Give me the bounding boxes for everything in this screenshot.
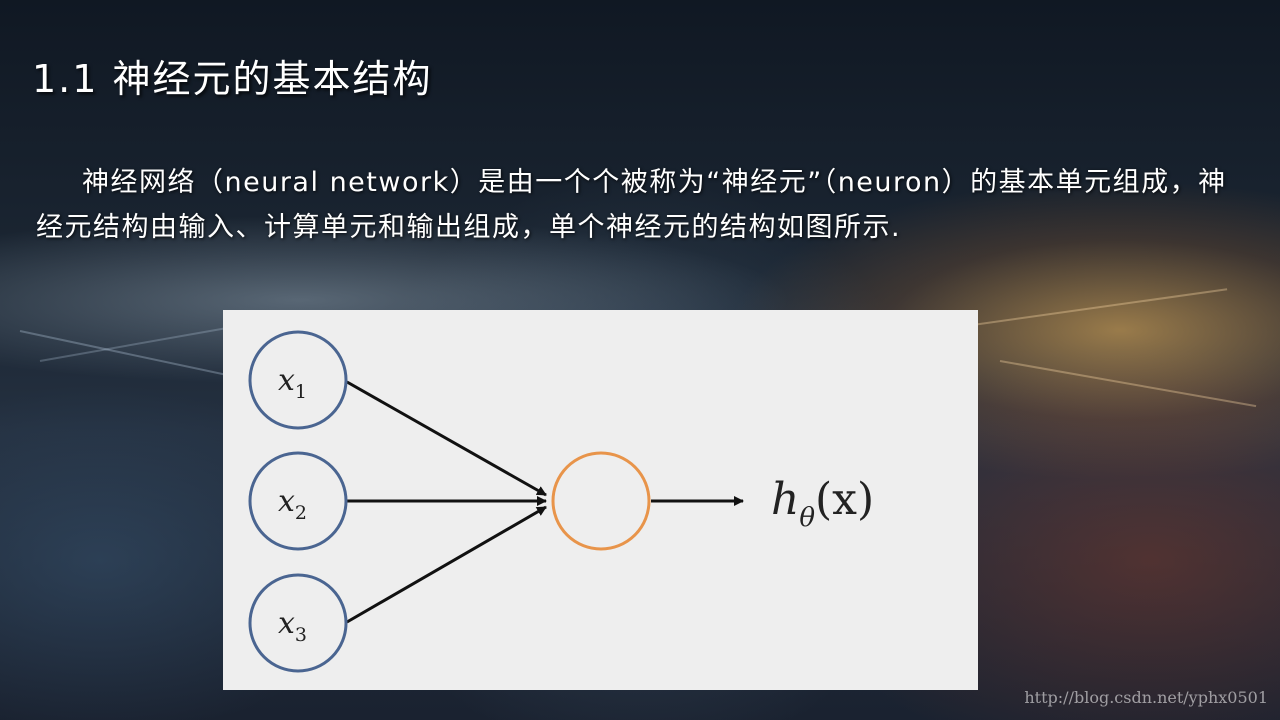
edge-x1-to-neuron: [346, 380, 547, 497]
neuron-node: [551, 451, 651, 551]
watermark: http://blog.csdn.net/yphx0501: [1024, 688, 1268, 707]
slide-title: 1.1 神经元的基本结构: [32, 57, 433, 101]
input-label-x3: x3: [278, 606, 307, 646]
input-label-x2: x2: [278, 484, 307, 524]
input-node-x3: [248, 573, 348, 673]
neuron-diagram-svg: x1 x2 x3 hθ(x): [248, 330, 874, 673]
input-node-x1: [248, 330, 348, 430]
slide-paragraph: 神经网络（neural network）是由一个个被称为“神经元”（neuron…: [36, 167, 1227, 243]
neuron-diagram: x1 x2 x3 hθ(x): [223, 310, 978, 690]
output-label: hθ(x): [771, 474, 874, 533]
input-node-x2: [248, 451, 348, 551]
edge-x3-to-neuron: [346, 505, 547, 624]
input-label-x1: x1: [278, 363, 307, 403]
